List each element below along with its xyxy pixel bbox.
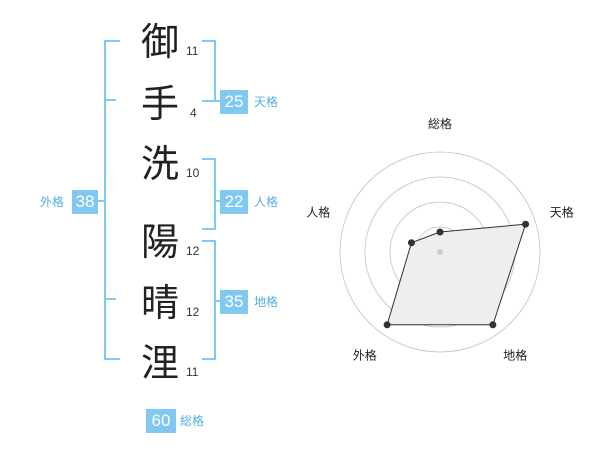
jinkaku-bracket-tick	[214, 200, 222, 202]
chikaku-label: 地格	[254, 295, 279, 309]
gaikaku-badge: 38	[72, 190, 98, 214]
jinkaku-bracket-bottom	[202, 228, 216, 230]
soukaku-badge: 60	[146, 409, 176, 433]
radar-points	[383, 220, 530, 329]
radar-point	[407, 239, 415, 247]
radar-axis-label-jinkaku: 人格	[306, 204, 330, 219]
radar-chart: 総格 天格 地格 外格 人格	[306, 116, 574, 363]
radar-point	[436, 228, 444, 236]
jinkaku-badge: 22	[220, 190, 248, 214]
tenkaku-bracket-line	[214, 40, 216, 102]
gaikaku-label: 外格	[40, 195, 65, 209]
radar-point	[383, 321, 391, 329]
gaikaku-bracket-top	[104, 40, 120, 42]
tenkaku-bracket-tick	[214, 100, 222, 102]
name-char-1: 御	[140, 20, 179, 64]
radar-center-dot	[437, 249, 443, 255]
stroke-count-3: 10	[186, 166, 200, 180]
name-char-3: 洗	[140, 142, 179, 186]
radar-shape	[386, 223, 527, 326]
gaikaku-bracket-tick	[98, 200, 106, 202]
chikaku-badge: 35	[220, 290, 248, 314]
radar-axis-label-tenkaku: 天格	[550, 204, 574, 219]
gaikaku-bracket-bottom	[104, 358, 120, 360]
radar-grid-ring	[339, 151, 541, 353]
name-char-4: 陽	[140, 220, 179, 264]
soukaku-label: 総格	[180, 414, 205, 428]
radar-axis-label-chikaku: 地格	[503, 348, 527, 363]
gaikaku-bracket-mid-1	[104, 99, 116, 101]
stroke-count-2: 4	[190, 106, 197, 120]
radar-axis-label-gaikaku: 外格	[353, 348, 377, 363]
gaikaku-bracket-mid-2	[104, 298, 116, 300]
radar-point	[489, 321, 497, 329]
chikaku-bracket-tick	[214, 300, 222, 302]
stroke-count-1: 11	[186, 44, 199, 58]
radar-point	[522, 220, 530, 228]
name-char-2: 手	[140, 82, 179, 126]
tenkaku-bracket-top	[202, 40, 216, 42]
stroke-count-6: 11	[186, 365, 199, 379]
chikaku-bracket-bottom	[202, 358, 216, 360]
radar-axis-label-soukaku: 総格	[428, 116, 452, 131]
jinkaku-label: 人格	[254, 195, 279, 209]
jinkaku-bracket-top	[202, 158, 216, 160]
tenkaku-label: 天格	[254, 95, 279, 109]
tenkaku-bracket-bottom	[202, 100, 216, 102]
stroke-count-4: 12	[186, 244, 200, 258]
stroke-count-5: 12	[186, 305, 200, 319]
name-char-6: 浬	[140, 341, 179, 385]
tenkaku-badge: 25	[220, 90, 248, 114]
name-char-5: 晴	[140, 281, 179, 325]
jinkaku-bracket-line	[214, 158, 216, 230]
chikaku-bracket-top	[202, 240, 216, 242]
